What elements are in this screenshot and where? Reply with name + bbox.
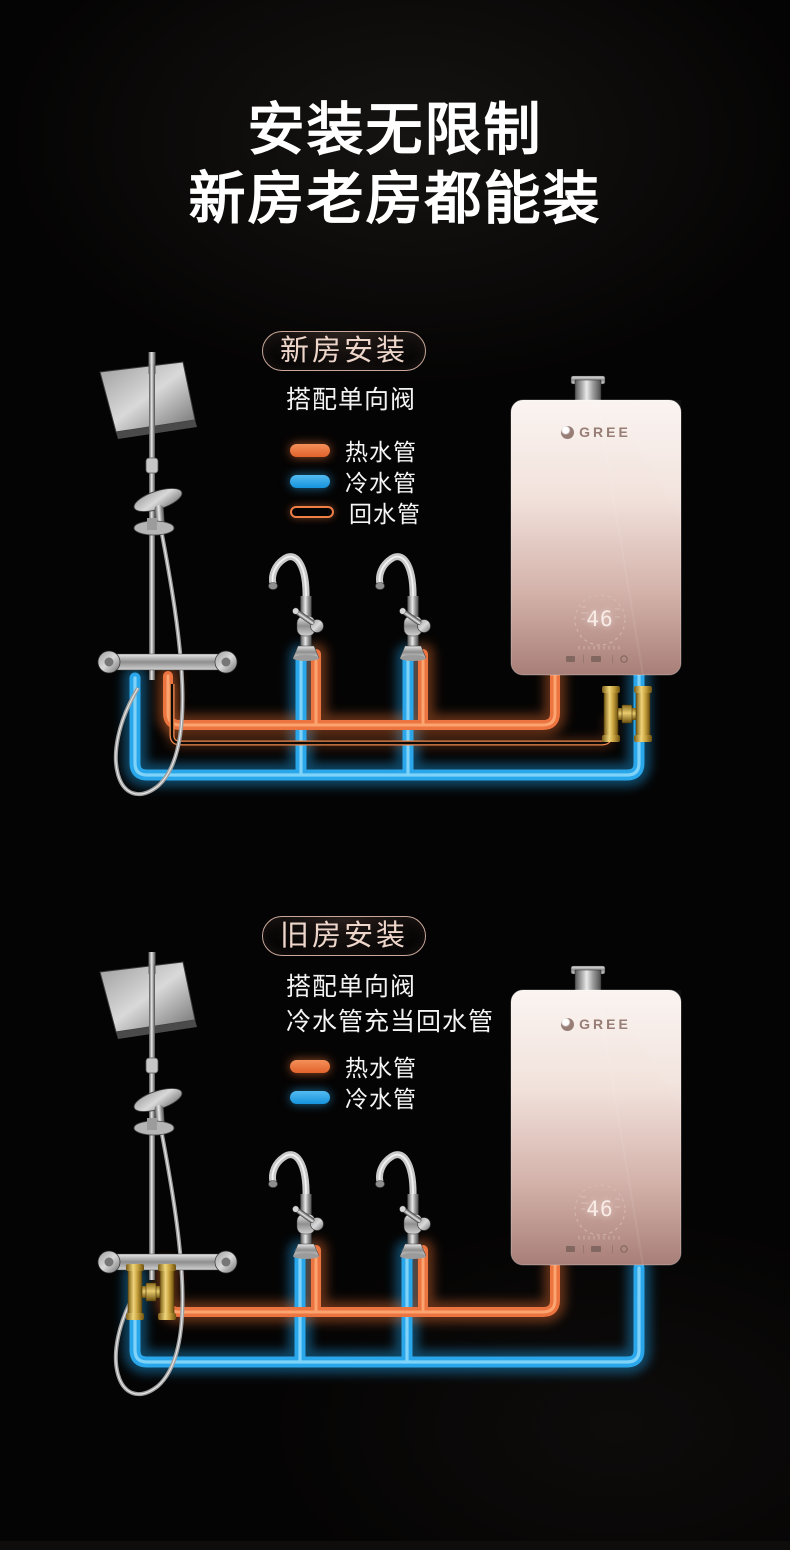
legend-item: 冷水管 — [290, 1086, 417, 1112]
badge-old-house: 旧房安装 — [262, 916, 427, 956]
heater-temp-display: 46 — [586, 1197, 614, 1221]
legend-label: 冷水管 — [345, 1086, 417, 1112]
note-line: 搭配单向阀 — [286, 973, 417, 1001]
note-line: 搭配单向阀 — [286, 386, 417, 414]
bottom-edge-strip — [0, 1541, 790, 1550]
gree-logo-icon — [561, 1017, 575, 1031]
legend-label: 冷水管 — [345, 470, 417, 496]
legend-label: 热水管 — [345, 1055, 417, 1081]
gree-logo-icon — [561, 425, 575, 439]
heater-brand: GREE — [511, 424, 681, 440]
note-new-house: 搭配单向阀 — [286, 383, 416, 418]
title-block: 安装无限制 新房老房都能装 — [0, 96, 790, 234]
legend-item: 热水管 — [290, 439, 421, 465]
legend-item: 回水管 — [290, 501, 421, 527]
shower-fixture — [96, 950, 239, 1397]
note-old-house: 搭配单向阀 冷水管充当回水管 — [286, 970, 494, 1040]
legend-old-house: 热水管 冷水管 — [290, 1055, 417, 1121]
cold-pipe-swatch-icon — [290, 474, 330, 488]
legend-new-house: 热水管 冷水管 回水管 — [290, 439, 421, 536]
legend-label: 回水管 — [349, 501, 421, 527]
page-title-line-2: 新房老房都能装 — [188, 167, 602, 231]
return-pipe-swatch-icon — [290, 506, 334, 518]
heater-brand: GREE — [511, 1016, 681, 1032]
note-line: 冷水管充当回水管 — [286, 1008, 495, 1036]
hot-pipe-swatch-icon — [290, 1059, 330, 1073]
badge-new-house: 新房安装 — [262, 331, 427, 371]
diagram-old-house — [96, 950, 682, 1397]
hot-pipe-swatch-icon — [290, 443, 330, 457]
cold-pipe-highlight — [133, 654, 641, 777]
legend-item: 热水管 — [290, 1055, 417, 1081]
heater-temp-display: 46 — [586, 607, 614, 631]
page-title-line-1: 安装无限制 — [247, 98, 543, 162]
hot-pipe-highlight — [166, 652, 557, 727]
diagram-new-house — [96, 350, 682, 797]
cold-pipe-swatch-icon — [290, 1090, 330, 1104]
legend-item: 冷水管 — [290, 470, 421, 496]
brand-text: GREE — [579, 424, 631, 440]
legend-label: 热水管 — [345, 439, 417, 465]
brand-text: GREE — [579, 1016, 631, 1032]
